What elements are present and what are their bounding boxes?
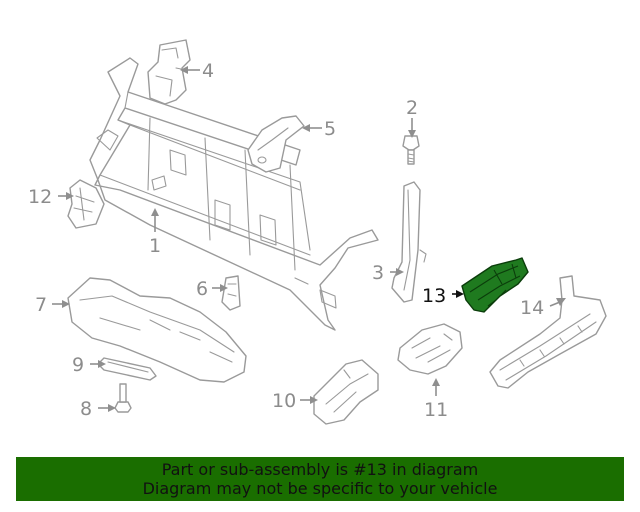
part-8-bolt	[114, 383, 132, 413]
leader-lines	[52, 66, 566, 412]
part-13-highlighted-bracket	[461, 257, 529, 313]
part-2-bolt	[402, 135, 420, 165]
callout-3: 3	[372, 262, 384, 284]
banner-line-2: Diagram may not be specific to your vehi…	[142, 479, 498, 498]
part-12-bracket	[67, 179, 105, 229]
callout-12: 12	[28, 186, 52, 208]
callout-4: 4	[202, 60, 214, 82]
part-4-bracket	[147, 39, 191, 105]
callout-11: 11	[424, 399, 448, 421]
callout-6: 6	[196, 278, 208, 300]
callout-labels: 1 2 3 4 5 6 7 8 9 10 11 12 13 14	[28, 60, 544, 421]
info-banner: Part or sub-assembly is #13 in diagram D…	[16, 457, 624, 501]
part-9-clip	[97, 357, 157, 381]
callout-13: 13	[422, 285, 446, 307]
exploded-parts-diagram: 1 2 3 4 5 6 7 8 9 10 11 12 13 14	[28, 39, 607, 425]
callout-14: 14	[520, 297, 544, 319]
callout-5: 5	[324, 118, 336, 140]
part-7-undercover	[67, 277, 247, 383]
callout-7: 7	[35, 294, 47, 316]
part-11-plate	[397, 323, 463, 375]
callout-9: 9	[72, 354, 84, 376]
callout-10: 10	[272, 390, 296, 412]
part-14-rail	[489, 275, 607, 389]
callout-2: 2	[406, 97, 418, 119]
banner-line-1: Part or sub-assembly is #13 in diagram	[161, 460, 479, 479]
part-10-bracket	[313, 359, 379, 425]
callout-8: 8	[80, 398, 92, 420]
part-5-bracket	[247, 115, 305, 173]
part-3-stay	[391, 181, 427, 303]
callout-1: 1	[149, 235, 161, 257]
part-6-bracket	[221, 275, 241, 311]
part-1-radiator-support	[89, 57, 379, 331]
